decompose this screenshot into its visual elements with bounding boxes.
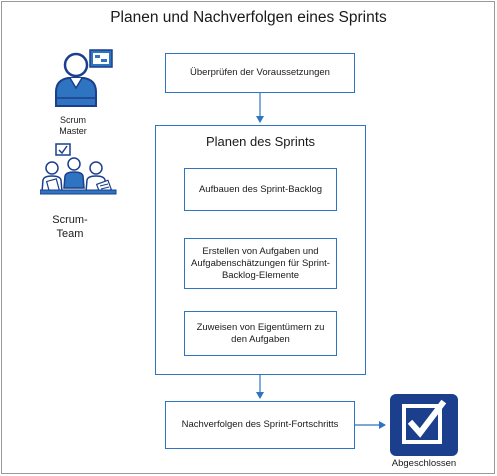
scrum-master-icon (55, 49, 113, 107)
scrum-team-label-line2: Team (56, 228, 84, 240)
step-assign-owners: Zuweisen von Eigentümern zu den Aufgaben (184, 311, 337, 356)
scrum-team-icon (40, 143, 117, 195)
diagram-title: Planen und Nachverfolgen eines Sprints (110, 9, 387, 26)
scrum-master-label-line1: Scrum (59, 115, 86, 125)
completed-label: Abgeschlossen (391, 458, 457, 469)
scrum-team-label-line1: Scrum- (52, 214, 88, 226)
planning-group-title: Planen des Sprints (205, 134, 316, 149)
step-create-tasks: Erstellen von Aufgaben und Aufgabenschät… (184, 238, 337, 289)
step-check-prerequisites: Überprüfen der Voraussetzungen (165, 53, 355, 93)
step-track-progress: Nachverfolgen des Sprint-Fortschritts (165, 401, 355, 449)
step-build-backlog: Aufbauen des Sprint-Backlog (184, 168, 337, 211)
scrum-team-label: Scrum- Team (40, 213, 100, 241)
scrum-master-label-line2: Master (59, 126, 87, 136)
checkbox-icon (390, 394, 458, 456)
scrum-master-label: Scrum Master (48, 115, 98, 137)
